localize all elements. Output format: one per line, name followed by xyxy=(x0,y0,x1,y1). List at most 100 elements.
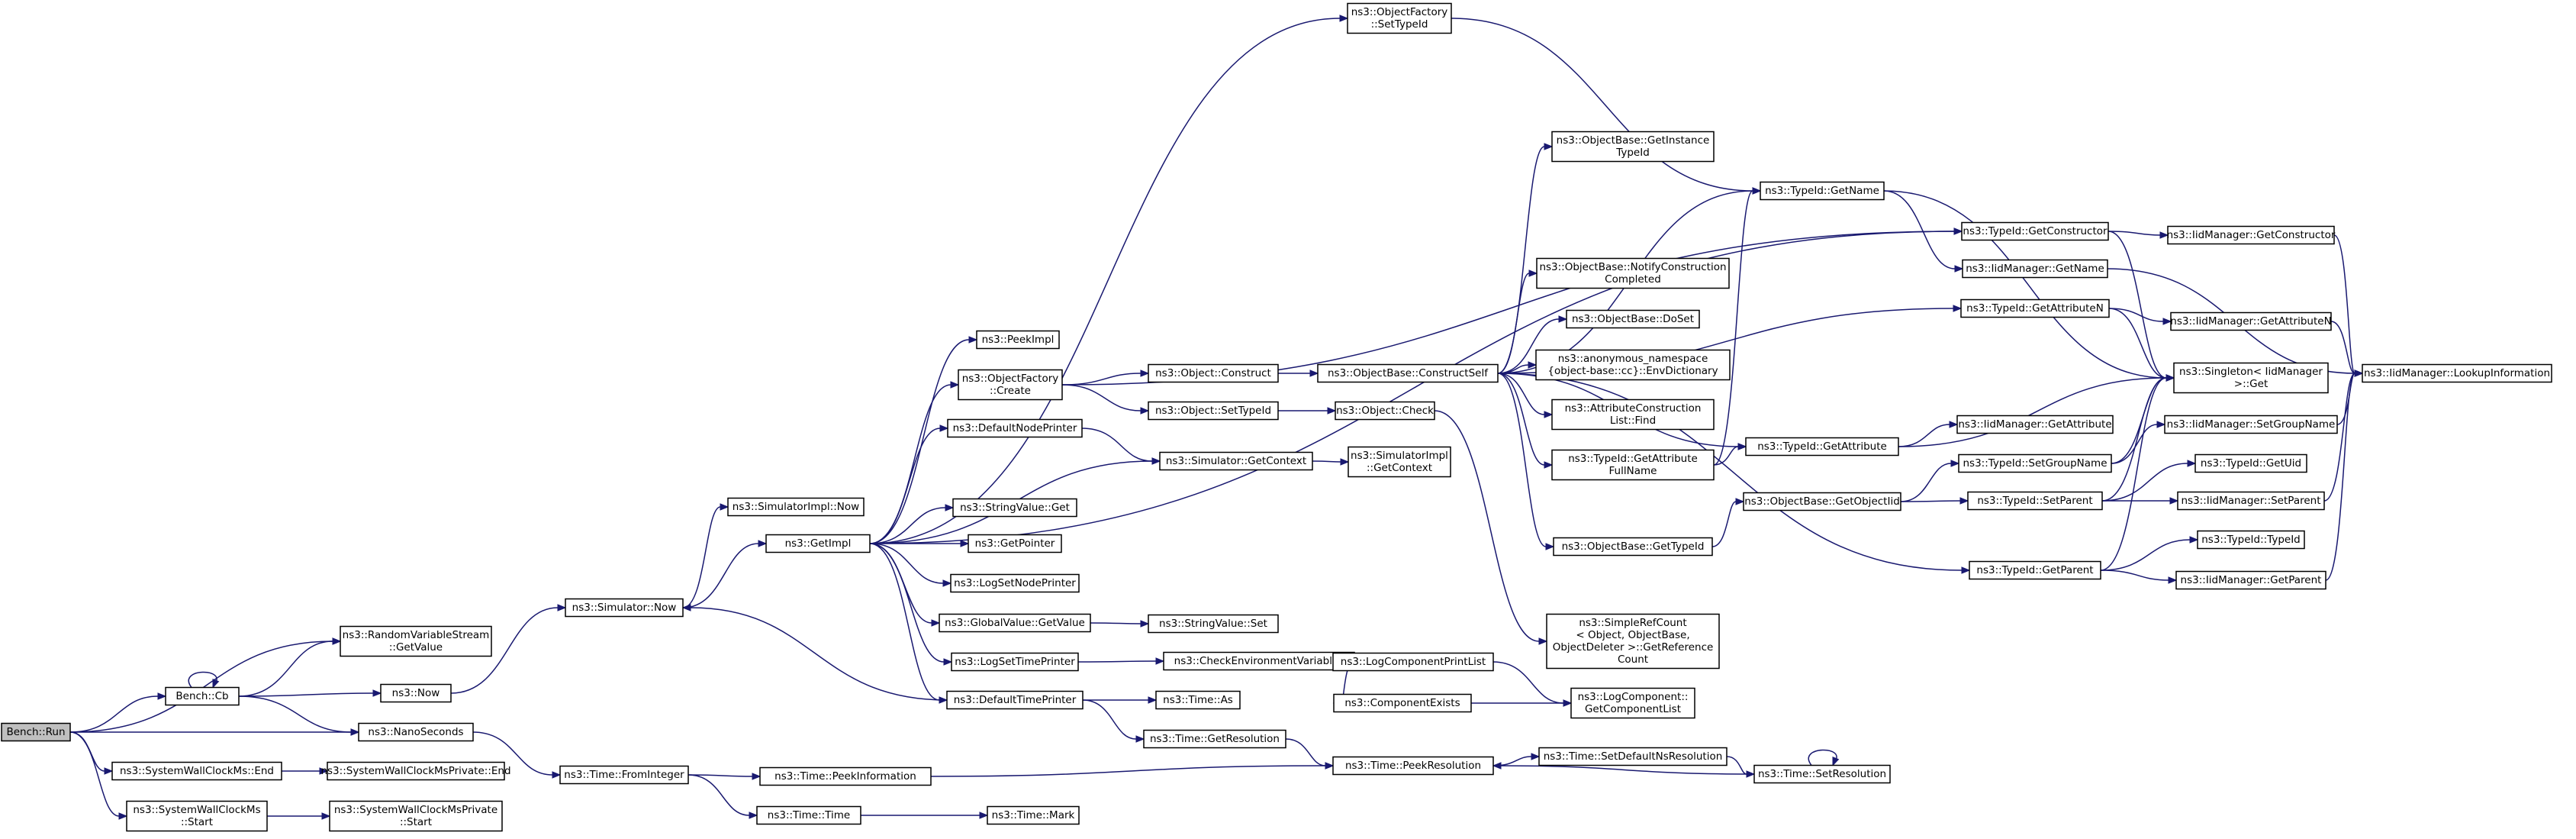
node-typeid-getname[interactable]: ns3::TypeId::GetName xyxy=(1760,181,1885,201)
node-iidmanager-getparent[interactable]: ns3::IidManager::GetParent xyxy=(2175,570,2326,590)
node-label: ns3::TypeId::GetAttributeN xyxy=(1966,302,2104,315)
node-typeid-setgroupname[interactable]: ns3::TypeId::SetGroupName xyxy=(1958,453,2112,473)
node-box xyxy=(1551,131,1715,163)
node-iidmanager-getname[interactable]: ns3::IidManager::GetName xyxy=(1962,259,2108,279)
node-iidmanager-getconstructor[interactable]: ns3::IidManager::GetConstructor xyxy=(2167,225,2336,245)
node-label: ::Start xyxy=(400,816,432,828)
node-typeid-getattribute[interactable]: ns3::TypeId::GetAttribute xyxy=(1745,437,1899,457)
edge-logsettimeprinter-to-checkenvvars xyxy=(1077,657,1165,665)
node-getimpl[interactable]: ns3::GetImpl xyxy=(765,534,871,553)
node-typeid-typeid[interactable]: ns3::TypeId::TypeId xyxy=(2197,530,2305,550)
node-label: ns3::Time::SetDefaultNsResolution xyxy=(1544,750,1723,763)
node-time-getresolution[interactable]: ns3::Time::GetResolution xyxy=(1143,729,1286,749)
node-bench-cb[interactable]: Bench::Cb xyxy=(165,686,240,706)
node-objbase-getobjectiid[interactable]: ns3::ObjectBase::GetObjectIid xyxy=(1743,492,1901,511)
node-box xyxy=(340,625,492,657)
node-swcm-start[interactable]: ns3::SystemWallClockMs::Start xyxy=(126,800,268,832)
node-time-frominteger[interactable]: ns3::Time::FromInteger xyxy=(559,765,689,785)
node-getpointer[interactable]: ns3::GetPointer xyxy=(968,534,1062,553)
node-objbase-constructself[interactable]: ns3::ObjectBase::ConstructSelf xyxy=(1317,363,1499,383)
edge-line xyxy=(869,384,952,544)
node-simulator-getcontext[interactable]: ns3::Simulator::GetContext xyxy=(1159,451,1313,471)
node-simimpl-getcontext[interactable]: ns3::SimulatorImpl::GetContext xyxy=(1348,446,1451,478)
node-peekimpl[interactable]: ns3::PeekImpl xyxy=(976,330,1060,350)
node-iidmanager-lookupinformation[interactable]: ns3::IidManager::LookupInformation xyxy=(2362,363,2552,383)
node-rvs-getvalue[interactable]: ns3::RandomVariableStream::GetValue xyxy=(340,625,492,657)
node-time-setdefaultnsresolution[interactable]: ns3::Time::SetDefaultNsResolution xyxy=(1538,747,1728,766)
node-object-settypeid[interactable]: ns3::Object::SetTypeId xyxy=(1148,401,1279,421)
node-logcomponent-getcomponentlist[interactable]: ns3::LogComponent::GetComponentList xyxy=(1570,687,1695,719)
node-bench-run[interactable]: Bench::Run xyxy=(1,722,71,742)
node-objfactory-create[interactable]: ns3::ObjectFactory::Create xyxy=(958,369,1063,401)
node-objbase-notifyconstructioncompleted[interactable]: ns3::ObjectBase::NotifyConstructionCompl… xyxy=(1536,257,1730,289)
edge-typeid-setparent-to-singleton-get xyxy=(2101,374,2175,502)
node-simulator-now[interactable]: ns3::Simulator::Now xyxy=(565,598,684,618)
node-typeid-getparent[interactable]: ns3::TypeId::GetParent xyxy=(1969,560,2101,580)
node-simimpl-now[interactable]: ns3::SimulatorImpl::Now xyxy=(727,497,865,517)
node-box xyxy=(1317,363,1499,383)
edge-object-construct-to-objbase-constructself xyxy=(1278,369,1319,377)
node-typeid-getuid[interactable]: ns3::TypeId::GetUid xyxy=(2194,453,2307,473)
node-objbase-gettypeid[interactable]: ns3::ObjectBase::GetTypeId xyxy=(1553,537,1713,557)
node-objfactory-settypeid[interactable]: ns3::ObjectFactory::SetTypeId xyxy=(1347,2,1452,34)
node-stringvalue-get[interactable]: ns3::StringValue::Get xyxy=(952,498,1077,518)
node-label: ns3::TypeId::SetGroupName xyxy=(1963,457,2107,470)
node-iidmanager-setparent[interactable]: ns3::IidManager::SetParent xyxy=(2177,491,2325,511)
node-logsettimeprinter[interactable]: ns3::LogSetTimePrinter xyxy=(951,652,1079,672)
node-box xyxy=(1553,537,1713,557)
node-label: ns3::DefaultTimePrinter xyxy=(954,694,1077,706)
node-label: ns3::Now xyxy=(392,687,440,699)
node-label: ns3::TypeId::SetParent xyxy=(1977,495,2092,507)
node-time-peekinformation[interactable]: ns3::Time::PeekInformation xyxy=(759,766,932,786)
node-box xyxy=(329,800,503,832)
node-label: ns3::TypeId::GetUid xyxy=(2201,457,2301,470)
edge-line xyxy=(2111,424,2158,464)
node-typeid-getattributen[interactable]: ns3::TypeId::GetAttributeN xyxy=(1960,298,2110,318)
node-componentexists[interactable]: ns3::ComponentExists xyxy=(1333,693,1472,713)
node-stringvalue-set[interactable]: ns3::StringValue::Set xyxy=(1148,614,1279,634)
node-anon-envdictionary[interactable]: ns3::anonymous_namespace{object-base::cc… xyxy=(1535,349,1731,381)
node-iidmanager-setgroupname[interactable]: ns3::IidManager::SetGroupName xyxy=(2164,415,2338,434)
node-now[interactable]: ns3::Now xyxy=(380,683,452,703)
node-box xyxy=(1,722,71,742)
node-box xyxy=(1745,437,1899,457)
node-simplerefcount-getreferencecount[interactable]: ns3::SimpleRefCount< Object, ObjectBase,… xyxy=(1546,613,1720,670)
edge-line xyxy=(2100,570,2169,581)
node-iidmanager-getattributen[interactable]: ns3::IidManager::GetAttributeN xyxy=(2170,311,2332,331)
node-time-time[interactable]: ns3::Time::Time xyxy=(756,805,861,825)
edge-arrowhead xyxy=(1959,497,1969,505)
edge-arrowhead xyxy=(2354,369,2364,377)
edge-line xyxy=(687,774,750,816)
node-logcomponentprintlist[interactable]: ns3::LogComponentPrintList xyxy=(1332,652,1494,672)
node-time-peekresolution[interactable]: ns3::Time::PeekResolution xyxy=(1332,756,1494,776)
node-typeid-getconstructor[interactable]: ns3::TypeId::GetConstructor xyxy=(1961,221,2109,241)
node-time-mark[interactable]: ns3::Time::Mark xyxy=(987,805,1080,825)
node-objbase-doset[interactable]: ns3::ObjectBase::DoSet xyxy=(1566,309,1700,329)
node-typeid-setparent[interactable]: ns3::TypeId::SetParent xyxy=(1967,491,2103,511)
node-swcm-end[interactable]: ns3::SystemWallClockMs::End xyxy=(111,761,282,781)
edge-typeid-getattributefullname-to-typeid-getattribute xyxy=(1713,443,1747,466)
node-singleton-get[interactable]: ns3::Singleton< IidManager>::Get xyxy=(2173,362,2329,394)
node-iidmanager-getattribute[interactable]: ns3::IidManager::GetAttribute xyxy=(1956,415,2114,434)
node-object-construct[interactable]: ns3::Object::Construct xyxy=(1148,363,1279,383)
edge-line xyxy=(2330,321,2355,374)
node-object-check[interactable]: ns3::Object::Check xyxy=(1335,401,1435,421)
edge-line xyxy=(1312,460,1341,463)
node-globalvalue-getvalue[interactable]: ns3::GlobalValue::GetValue xyxy=(939,613,1091,633)
node-defaultnodeprinter[interactable]: ns3::DefaultNodePrinter xyxy=(947,418,1083,438)
node-checkenvvars[interactable]: ns3::CheckEnvironmentVariables xyxy=(1163,651,1355,671)
edge-objbase-gettypeid-to-objbase-getobjectiid xyxy=(1711,498,1745,547)
node-swcmp-end[interactable]: ns3::SystemWallClockMsPrivate::End xyxy=(320,761,511,781)
node-label: ns3::ObjectBase::GetTypeId xyxy=(1562,541,1705,553)
node-nanoseconds[interactable]: ns3::NanoSeconds xyxy=(358,722,474,742)
node-box xyxy=(1348,446,1451,478)
node-swcmp-start[interactable]: ns3::SystemWallClockMsPrivate::Start xyxy=(329,800,503,832)
node-logsetnodeprinter[interactable]: ns3::LogSetNodePrinter xyxy=(950,573,1080,593)
node-defaulttimeprinter[interactable]: ns3::DefaultTimePrinter xyxy=(946,690,1084,710)
node-time-as[interactable]: ns3::Time::As xyxy=(1155,690,1241,710)
edge-arrowhead xyxy=(2169,497,2179,505)
node-time-setresolution[interactable]: ns3::Time::SetResolution xyxy=(1753,764,1891,784)
